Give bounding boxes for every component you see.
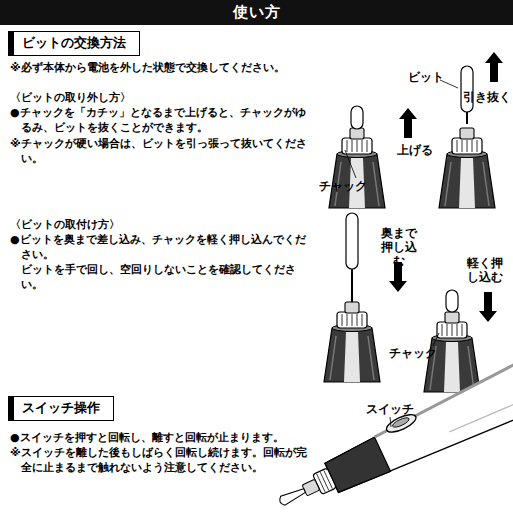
instruction-text: 〈ビットの取り外し方〉 [10, 90, 210, 105]
title-band: 使い方 [0, 0, 513, 25]
callout-label: チャック [388, 346, 438, 360]
tool-head [324, 302, 380, 382]
bit [351, 106, 363, 129]
bit-shaft [466, 112, 468, 124]
title: 使い方 [233, 3, 281, 22]
instruction-text: ※チャックが硬い場合は、ビットを引っ張って抜いてください。 [10, 136, 308, 166]
leader-line [345, 150, 356, 178]
bit [346, 213, 358, 269]
instruction-text: ●ビットを奥まで差し込み、チャックを軽く押し込んでください。 [10, 232, 308, 262]
leader-line [390, 417, 391, 427]
section-heading-box: スイッチ操作 [8, 396, 114, 421]
instruction-text: ビットを手で回し、空回りしないことを確認してください。 [21, 262, 308, 292]
callout-label: スイッチ [364, 402, 416, 416]
callout-label: 軽く押し込む [462, 256, 509, 284]
bit [446, 290, 458, 312]
bit [461, 66, 473, 112]
up-arrow [485, 52, 503, 82]
section-heading-box: ビットの交換方法 [8, 31, 140, 56]
section-heading: ビットの交換方法 [22, 34, 126, 52]
callout-label: ビット [406, 70, 446, 84]
tool-head [439, 128, 495, 208]
leader-line [433, 333, 439, 346]
instruction-text: 〈ビットの取付け方〉 [10, 217, 210, 232]
down-arrow [479, 292, 497, 322]
instruction-text: ●スイッチを押すと回転し、離すと回転が止まります。 [10, 430, 310, 445]
callout-label: 引き抜く [463, 90, 509, 104]
tool-body [269, 349, 513, 512]
section-heading: スイッチ操作 [22, 399, 100, 417]
callout-label: 上げる [393, 143, 437, 157]
instruction-text: ●チャックを「カチッ」となるまで上げると、チャックがゆるみ、ビットを抜くことがで… [10, 105, 308, 135]
callout-label: 奥まで押し込む [375, 226, 422, 268]
bit-shaft [351, 269, 353, 302]
tool-head [329, 128, 385, 208]
instruction-text: ※スイッチを離した後もしばらく回転し続けます。回転が完全に止まるまで触れないよう… [10, 445, 310, 475]
up-arrow [399, 108, 417, 138]
instruction-text: ※必ず本体から電池を外した状態で交換してください。 [10, 60, 310, 75]
callout-label: チャック [318, 179, 368, 193]
